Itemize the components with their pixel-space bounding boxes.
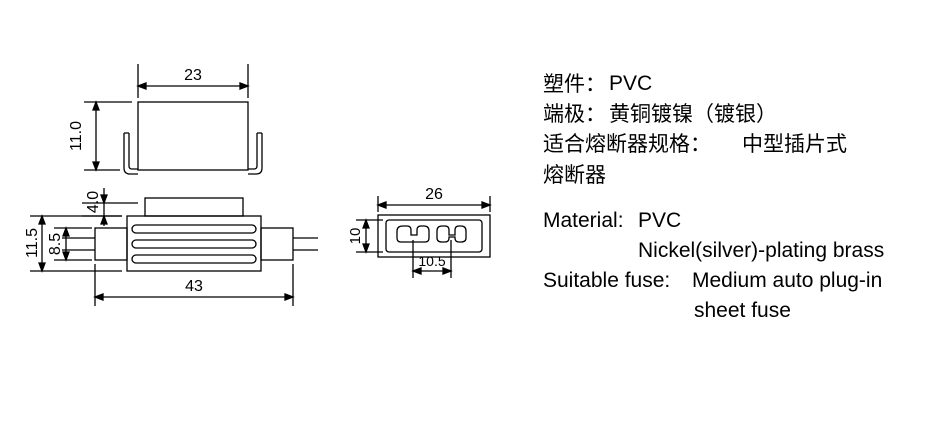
dim-side-11-5-label: 11.5 bbox=[24, 228, 41, 258]
side-view-left-collar bbox=[94, 227, 128, 261]
side-view-cap bbox=[144, 197, 244, 217]
top-view-right-terminal bbox=[248, 132, 263, 175]
en-terminal-value: Nickel(silver)-plating brass bbox=[638, 239, 885, 262]
cn-fuse-value-cont: 熔断器 bbox=[543, 163, 606, 187]
dim-side-length-label: 43 bbox=[185, 278, 203, 295]
dim-end-inner-label: 10.5 bbox=[418, 253, 445, 269]
en-fuse-label: Suitable fuse: bbox=[543, 269, 671, 292]
side-view-right-collar bbox=[260, 227, 294, 261]
cn-fuse-label: 适合熔断器规格： bbox=[543, 132, 711, 156]
cn-fuse-value: 中型插片式 bbox=[742, 132, 847, 156]
dim-side-8-5-label: 8.5 bbox=[47, 233, 64, 255]
en-material-label: Material: bbox=[543, 209, 624, 232]
en-material-value: PVC bbox=[638, 209, 682, 232]
side-view-rib bbox=[131, 224, 257, 234]
end-view-inner bbox=[385, 219, 483, 253]
cn-material-value: PVC bbox=[609, 72, 653, 95]
dim-top-width-label: 23 bbox=[184, 67, 202, 84]
end-view-outer bbox=[377, 214, 491, 258]
top-view-left-terminal bbox=[123, 132, 138, 175]
cn-terminal-value: 黄铜镀镍（镀银） bbox=[609, 102, 777, 126]
dim-top-height-label: 11.0 bbox=[68, 121, 85, 151]
end-view: 26 10 10.5 bbox=[347, 186, 492, 278]
top-view: 23 11.0 bbox=[68, 64, 263, 175]
side-view: 4.0 11.5 8.5 43 bbox=[24, 188, 318, 306]
side-view-rib bbox=[131, 239, 257, 249]
dim-end-width-label: 26 bbox=[425, 186, 443, 203]
end-view-slot-left bbox=[396, 225, 430, 243]
en-fuse-value: Medium auto plug-in bbox=[692, 269, 883, 292]
cn-material-label: 塑件： bbox=[543, 72, 606, 96]
end-view-slot-right bbox=[436, 225, 467, 243]
top-view-body bbox=[137, 101, 249, 171]
en-fuse-value-cont: sheet fuse bbox=[694, 299, 791, 322]
cn-terminal-label: 端极： bbox=[543, 102, 606, 126]
side-view-rib bbox=[131, 254, 257, 264]
dim-end-height-label: 10 bbox=[347, 228, 364, 245]
dim-side-4-label: 4.0 bbox=[85, 191, 102, 213]
